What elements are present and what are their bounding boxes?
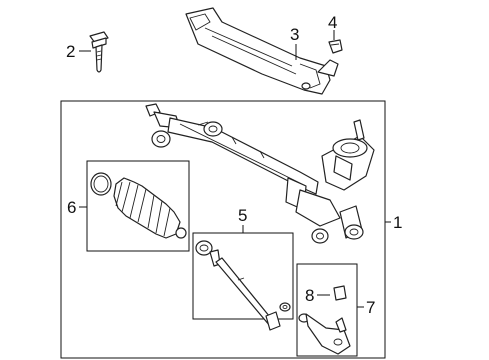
callout-7-label: 7 xyxy=(366,298,375,317)
callout-3-label: 3 xyxy=(290,25,299,44)
tie-rod-end-box xyxy=(296,263,358,357)
outer-tie-rod-end-part xyxy=(298,285,351,355)
boot-kit-box xyxy=(86,160,190,252)
callout-4-label: 4 xyxy=(328,13,337,32)
inner-tie-rod-part xyxy=(195,240,291,331)
callout-5-label: 5 xyxy=(238,206,247,225)
gear-boot-shield-part xyxy=(185,7,339,95)
assembly-frame-box xyxy=(60,100,386,359)
clip-part xyxy=(328,39,343,54)
callout-8-label: 8 xyxy=(305,286,314,305)
callout-6-label: 6 xyxy=(67,198,76,217)
callout-2-label: 2 xyxy=(66,42,75,61)
callout-1-label: 1 xyxy=(393,213,402,232)
bolt-part xyxy=(89,31,109,73)
bellows-boot-part xyxy=(90,172,187,239)
steering-rack-part xyxy=(145,103,375,244)
